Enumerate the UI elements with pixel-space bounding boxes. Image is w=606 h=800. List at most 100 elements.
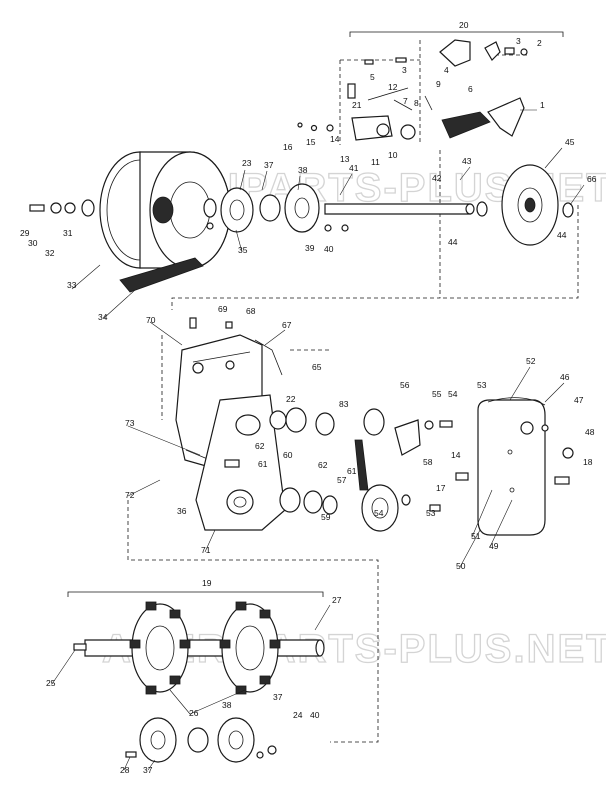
part-label-37: 37 (264, 160, 274, 170)
part-label-28: 28 (120, 765, 130, 775)
chaincase-bearings-left (269, 407, 338, 515)
part-label-40: 40 (310, 710, 320, 720)
part-label-54: 54 (374, 508, 384, 518)
part-label-38: 38 (222, 700, 232, 710)
part-label-44: 44 (557, 230, 567, 240)
driven-components-row (203, 183, 349, 233)
part-label-8: 8 (414, 98, 419, 108)
part-label-36: 36 (177, 506, 187, 516)
part-label-67: 67 (282, 320, 292, 330)
fasteners-left (29, 199, 95, 217)
part-label-39: 39 (305, 243, 315, 253)
part-label-29: 29 (20, 228, 30, 238)
part-label-24: 24 (293, 710, 303, 720)
bottom-bearings (125, 717, 277, 763)
part-label-72: 72 (125, 490, 135, 500)
part-label-33: 33 (67, 280, 77, 290)
part-label-7: 7 (403, 96, 408, 106)
part-label-25: 25 (46, 678, 56, 688)
part-label-31: 31 (63, 228, 73, 238)
part-label-57: 57 (337, 475, 347, 485)
part-label-3: 3 (402, 65, 407, 75)
track-drive-shaft (73, 639, 325, 657)
part-label-1: 1 (540, 100, 545, 110)
part-label-34: 34 (98, 312, 108, 322)
part-label-30: 30 (28, 238, 38, 248)
part-label-51: 51 (471, 531, 481, 541)
brake-disc (501, 164, 574, 246)
jackshaft (324, 201, 488, 217)
part-label-42: 42 (432, 173, 442, 183)
part-label-50: 50 (456, 561, 466, 571)
chaincase-housing (175, 317, 286, 531)
chain-and-sprockets (354, 408, 469, 532)
part-label-61: 61 (347, 466, 357, 476)
part-label-65: 65 (312, 362, 322, 372)
part-label-68: 68 (246, 306, 256, 316)
part-label-70: 70 (146, 315, 156, 325)
part-label-4: 4 (444, 65, 449, 75)
part-label-52: 52 (526, 356, 536, 366)
part-label-22: 22 (286, 394, 296, 404)
chaincase-cover (477, 397, 574, 536)
part-label-9: 9 (436, 79, 441, 89)
part-label-73: 73 (125, 418, 135, 428)
part-label-11: 11 (371, 157, 380, 167)
part-label-14: 14 (330, 134, 340, 144)
part-label-16: 16 (283, 142, 293, 152)
brake-lever-assembly (297, 39, 528, 141)
part-label-13: 13 (340, 154, 350, 164)
part-label-55: 55 (432, 389, 442, 399)
part-label-49: 49 (489, 541, 499, 551)
part-label-6: 6 (468, 84, 473, 94)
part-label-60: 60 (283, 450, 293, 460)
part-label-40: 40 (324, 244, 334, 254)
part-label-37: 37 (273, 692, 283, 702)
part-label-38: 38 (298, 165, 308, 175)
part-label-45: 45 (565, 137, 575, 147)
leader-lines (51, 109, 585, 771)
part-label-54: 54 (448, 389, 458, 399)
part-label-59: 59 (321, 512, 331, 522)
part-label-83: 83 (339, 399, 349, 409)
part-label-46: 46 (560, 372, 570, 382)
drive-clutch-sheave (99, 151, 231, 269)
part-label-53: 53 (477, 380, 487, 390)
drive-sprocket-right (219, 601, 281, 695)
part-label-15: 15 (306, 137, 316, 147)
part-label-20: 20 (459, 20, 469, 30)
part-label-71: 71 (201, 545, 211, 555)
assembly-guides (67, 31, 579, 743)
part-label-37: 37 (143, 765, 153, 775)
part-label-41: 41 (349, 163, 359, 173)
part-label-66: 66 (587, 174, 597, 184)
part-label-3: 3 (516, 36, 521, 46)
drive-belt (119, 257, 204, 293)
part-label-27: 27 (332, 595, 342, 605)
part-label-53: 53 (426, 508, 436, 518)
part-label-69: 69 (218, 304, 228, 314)
part-label-62: 62 (255, 441, 265, 451)
part-label-47: 47 (574, 395, 584, 405)
part-label-17: 17 (436, 483, 446, 493)
drive-sprocket-left (129, 601, 191, 695)
part-label-18: 18 (583, 457, 593, 467)
part-label-19: 19 (202, 578, 212, 588)
part-label-44: 44 (448, 237, 458, 247)
part-label-61: 61 (258, 459, 268, 469)
part-label-2: 2 (537, 38, 542, 48)
part-label-21: 21 (352, 100, 362, 110)
part-label-48: 48 (585, 427, 595, 437)
part-label-14: 14 (451, 450, 461, 460)
part-label-23: 23 (242, 158, 252, 168)
part-label-35: 35 (238, 245, 248, 255)
part-label-56: 56 (400, 380, 410, 390)
part-label-58: 58 (423, 457, 433, 467)
part-label-10: 10 (388, 150, 398, 160)
part-label-5: 5 (370, 72, 375, 82)
part-label-26: 26 (189, 708, 199, 718)
part-label-12: 12 (388, 82, 398, 92)
part-label-32: 32 (45, 248, 55, 258)
